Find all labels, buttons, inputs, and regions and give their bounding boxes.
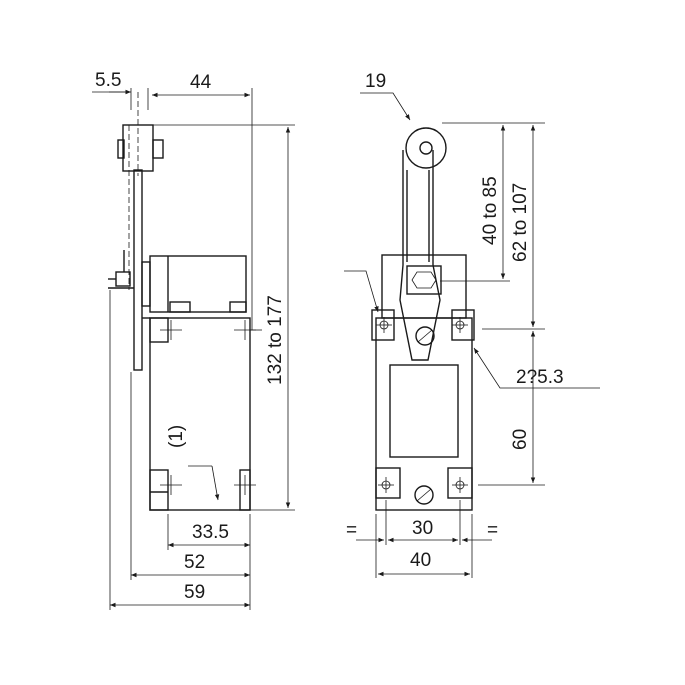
dim-equal-left-label: = [346, 520, 357, 541]
dim-base-mid-label: 52 [184, 552, 205, 573]
side-lever-plate [133, 169, 143, 371]
front-head [381, 254, 467, 319]
dim-base-inner-label: 33.5 [192, 522, 229, 543]
dim-lever-offset-label: 44 [190, 72, 212, 93]
dim-body-width-label: 40 [410, 550, 431, 571]
dim-equal-right-label: = [487, 520, 498, 541]
dim-roller-dia-label: 19 [365, 71, 386, 92]
note-marker-label: (1) [166, 425, 187, 448]
front-roller [405, 127, 447, 169]
dim-gap-label: 5.5 [95, 70, 121, 91]
dim-hole-spacing-v-label: 60 [510, 429, 531, 450]
side-view: 5.5 44 132 to 177 33.5 52 59 (1) [92, 70, 295, 610]
front-lever-arm [402, 150, 434, 265]
front-hex-nut [406, 265, 442, 295]
dim-stroke-range-label: 132 to 177 [265, 295, 286, 385]
front-window [389, 364, 459, 458]
side-head [149, 255, 247, 313]
side-body [149, 317, 251, 511]
dim-overall-label: 59 [184, 582, 205, 603]
dim-hole-spacing-h-label: 30 [412, 518, 433, 539]
front-view: 19 40 to 85 62 to 107 60 2?5.3 = 30 = 40 [344, 71, 600, 578]
dim-holes-label: 2?5.3 [516, 367, 564, 388]
dim-arm-short-label: 40 to 85 [480, 176, 501, 245]
front-pivot-screw [415, 326, 435, 346]
dim-arm-long-label: 62 to 107 [510, 183, 531, 262]
